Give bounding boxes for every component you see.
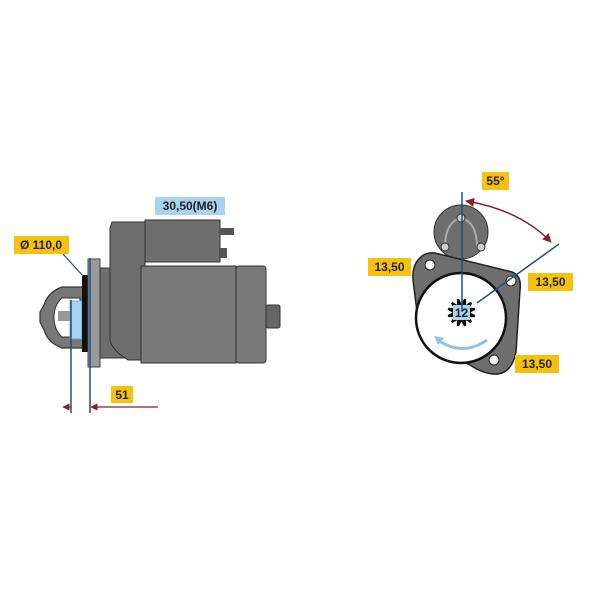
flange-diameter-label-bg — [14, 236, 69, 254]
hole-label-right: 13,50 — [535, 275, 565, 289]
mounting-hole — [424, 259, 436, 271]
pinion-offset-label-bg — [111, 386, 133, 403]
side-view: 30,50(M6) Ø 110,0 51 — [14, 197, 281, 413]
diameter-leader-line — [62, 253, 84, 277]
front-view: 12 55° 13,50 13,50 13,50 — [368, 172, 573, 375]
solenoid-terminal-label-bg — [155, 197, 225, 215]
solenoid-terminal-bottom — [220, 248, 227, 258]
flange-diameter-label: Ø 110,0 — [20, 238, 62, 252]
rotation-arrowhead — [434, 336, 444, 345]
solenoid-terminal-label: 30,50(M6) — [163, 199, 218, 213]
angle-label: 55° — [486, 174, 504, 188]
solenoid-stud — [440, 242, 450, 252]
gasket — [82, 275, 88, 352]
hole-label-bottom: 13,50 — [522, 357, 552, 371]
solenoid — [144, 219, 221, 263]
pinion-teeth-label-bg — [453, 305, 470, 320]
shaft-end — [265, 304, 281, 329]
angle-label-bg — [482, 172, 509, 190]
pinion-teeth-label: 12 — [455, 306, 469, 320]
hole-label-bg — [515, 355, 559, 373]
solenoid-stud — [476, 242, 486, 252]
solenoid-stud — [456, 213, 466, 223]
rotation-direction-arrow — [437, 338, 488, 350]
angle-arc-arrow — [465, 197, 552, 243]
solenoid-angle-line — [476, 243, 560, 304]
pinion-shaft — [58, 311, 72, 321]
end-cap — [235, 265, 267, 364]
pinion-offset-label: 51 — [115, 388, 129, 402]
solenoid-bracket — [109, 221, 146, 361]
motor-body — [140, 265, 237, 364]
mounting-hole — [505, 275, 517, 287]
hole-label-left: 13,50 — [374, 260, 404, 274]
mounting-hole — [488, 354, 500, 366]
hole-label-bg — [368, 258, 411, 276]
solenoid-terminal-top — [220, 228, 234, 235]
pinion-gear — [69, 300, 83, 340]
hole-label-bg — [528, 273, 573, 291]
